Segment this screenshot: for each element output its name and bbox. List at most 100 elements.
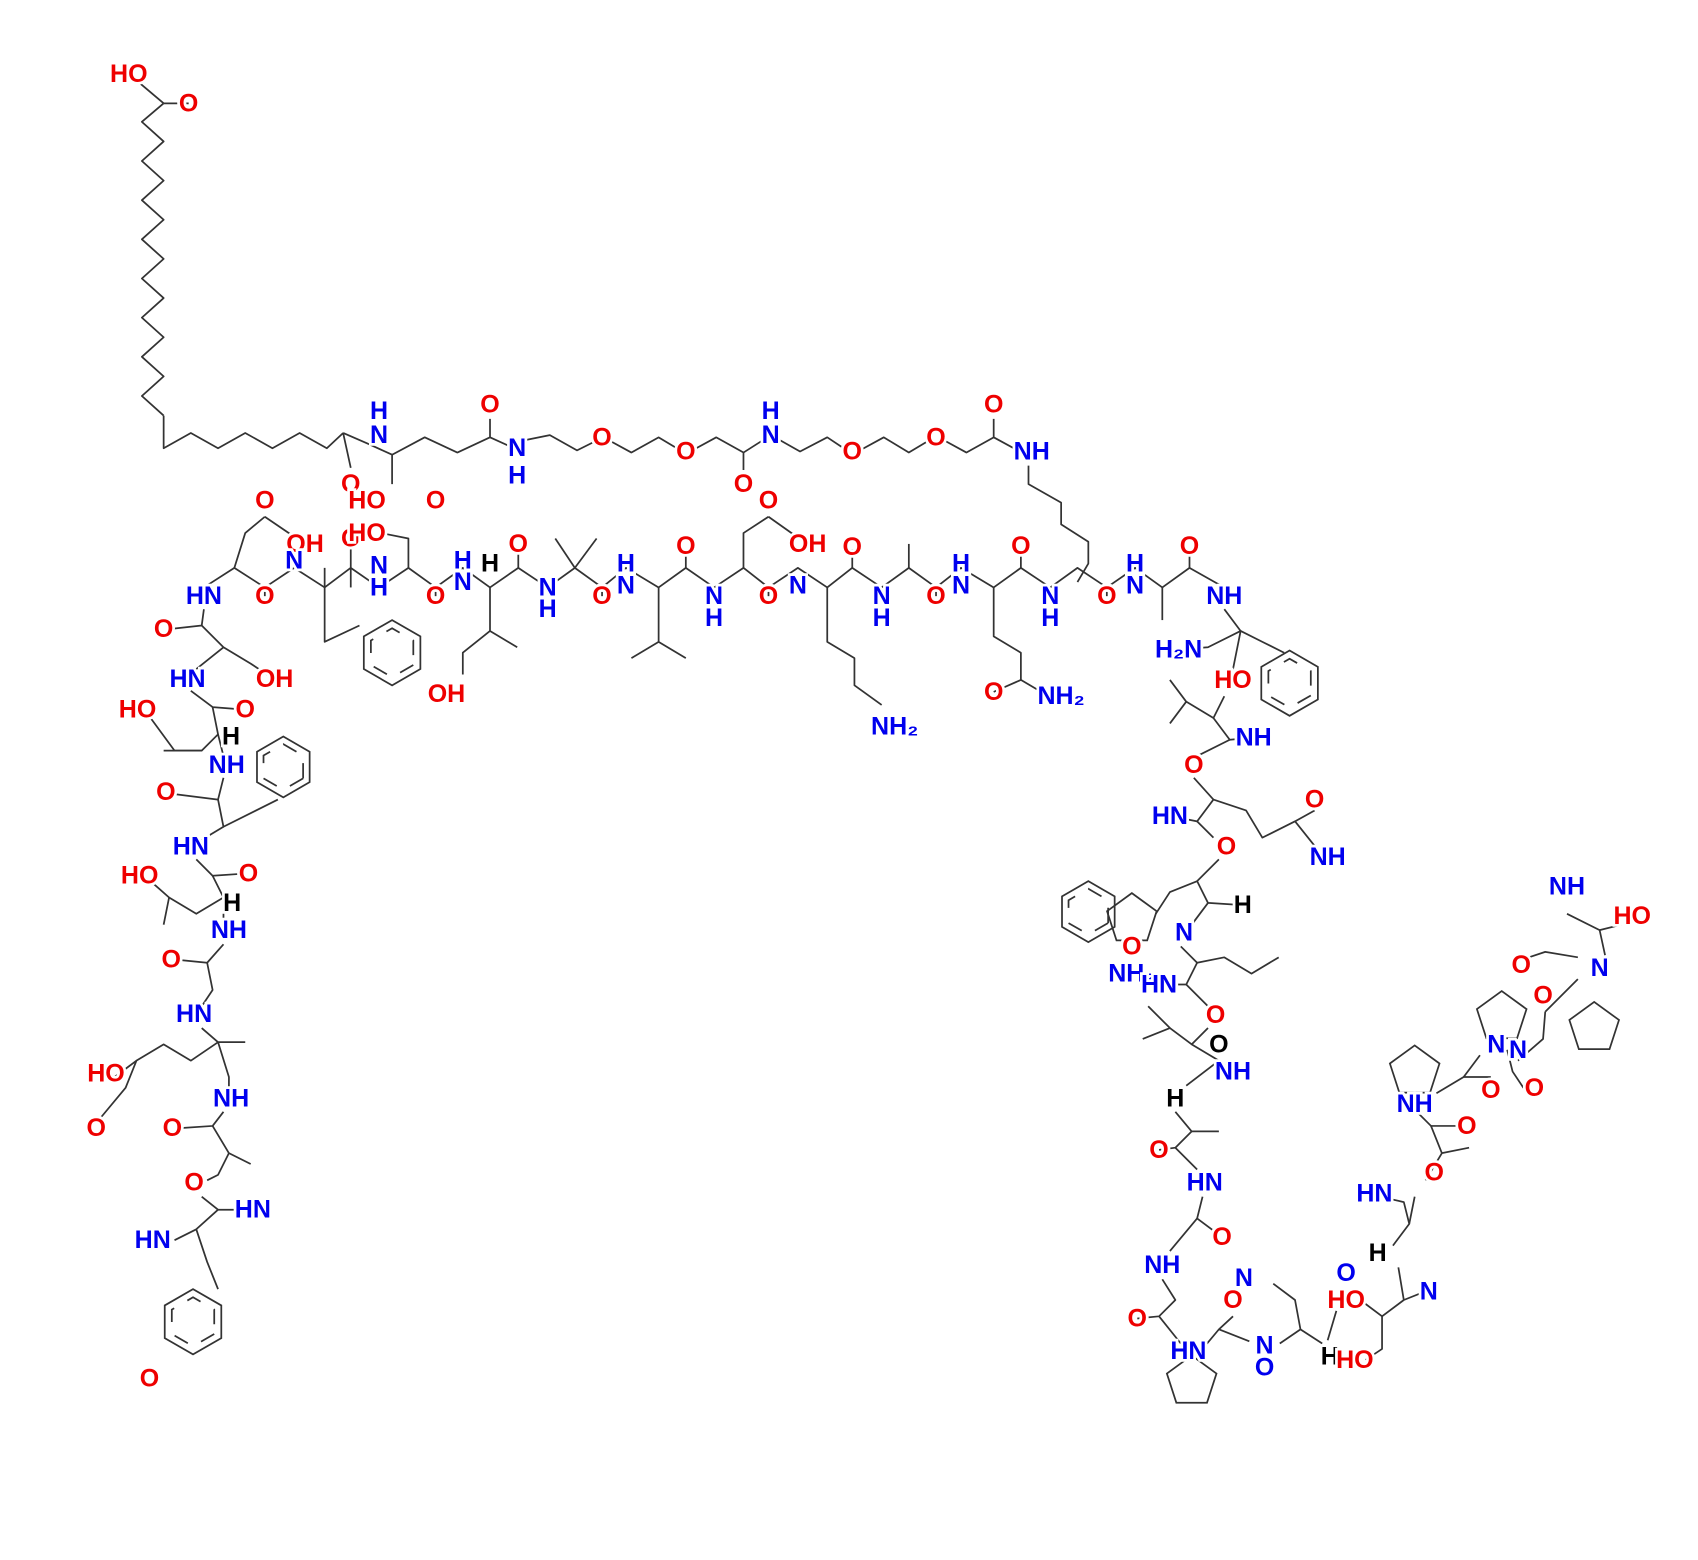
bond — [1566, 913, 1606, 956]
nitrogen-atom-label: HN — [170, 665, 206, 693]
oxygen-atom-label: O — [255, 486, 274, 514]
bond — [1142, 1027, 1193, 1046]
oxygen-atom-label: HO — [110, 60, 148, 88]
oxygen-atom-label: HO — [1327, 1286, 1365, 1314]
bond — [1506, 1049, 1525, 1089]
oxygen-atom-label: O — [843, 533, 862, 561]
bond — [391, 418, 491, 456]
nitrogen-atom-label: H — [454, 546, 472, 574]
oxygen-atom-label: O — [1212, 1223, 1231, 1251]
bond — [264, 516, 293, 536]
oxygen-atom-label: OH — [256, 665, 294, 693]
nitrogen-atom-label: H — [617, 550, 635, 578]
nitrogen-atom-label: O — [1336, 1259, 1355, 1287]
nitrogen-atom-label: N — [370, 552, 388, 580]
oxygen-atom-label: O — [1223, 1286, 1242, 1314]
nitrogen-atom-label: H — [952, 550, 970, 578]
nitrogen-atom-label: N — [1235, 1264, 1253, 1292]
nitrogen-atom-label: NH — [209, 751, 245, 779]
aromatic-bond — [262, 743, 304, 791]
oxygen-atom-label: O — [239, 860, 258, 888]
nitrogen-atom-label: N — [952, 571, 970, 599]
benzene-ring — [362, 619, 422, 687]
bond — [1147, 1005, 1171, 1029]
oxygen-atom-label: HO — [348, 519, 386, 547]
nitrogen-atom-label: H — [370, 397, 388, 425]
bond — [1408, 1196, 1416, 1225]
bond — [522, 434, 600, 452]
proline-ring — [1165, 1354, 1218, 1404]
bond — [1218, 1328, 1250, 1343]
bond — [993, 436, 1019, 452]
nitrogen-atom-label: N — [1509, 1036, 1527, 1064]
oxygen-atom-label: O — [734, 470, 753, 498]
nitrogen-atom-label: N — [539, 573, 557, 601]
bond — [1169, 777, 1215, 823]
bond — [1430, 1125, 1459, 1154]
aromatic-bond — [1067, 887, 1110, 936]
bond — [691, 436, 745, 470]
bond — [1159, 945, 1198, 986]
bond — [149, 706, 219, 752]
bond — [162, 897, 170, 925]
nitrogen-atom-label: N — [454, 568, 472, 596]
oxygen-atom-label: OH — [789, 530, 827, 558]
oxygen-atom-label: HO — [1214, 666, 1252, 694]
oxygen-atom-label: O — [1457, 1112, 1476, 1140]
oxygen-atom-label: O — [1425, 1159, 1444, 1187]
bond — [1155, 880, 1198, 915]
nitrogen-atom-label: HN — [186, 582, 222, 610]
stereo-hydrogen-label: H — [1166, 1085, 1184, 1113]
bond — [195, 826, 224, 844]
nitrogen-atom-label: NH — [1236, 724, 1272, 752]
nitrogen-atom-label: N — [1256, 1332, 1274, 1360]
aromatic-bond — [370, 627, 415, 679]
oxygen-atom-label: HO — [348, 486, 386, 514]
bond — [1359, 1299, 1383, 1361]
nitrogen-atom-label: N — [370, 421, 388, 449]
bond — [1196, 956, 1280, 975]
bond — [172, 609, 205, 630]
nitrogen-atom-label: NH — [1215, 1058, 1251, 1086]
oxygen-atom-label: O — [984, 678, 1003, 706]
bond — [1020, 679, 1046, 695]
bond — [607, 436, 681, 454]
oxygen-atom-label: O — [1481, 1076, 1500, 1104]
nitrogen-atom-label: N — [285, 546, 303, 574]
bond — [1185, 1059, 1220, 1087]
bond — [195, 1229, 219, 1290]
bond — [1299, 1328, 1323, 1345]
oxygen-atom-label: O — [426, 582, 445, 610]
bond — [233, 516, 266, 569]
nitrogen-atom-label: HN — [1141, 971, 1177, 999]
bond — [1397, 1267, 1405, 1301]
aromatic-bond — [1267, 657, 1312, 709]
nitrogen-atom-label: N — [705, 582, 723, 610]
nitrogen-atom-label: NH — [213, 1085, 249, 1113]
nitrogen-atom-label: H — [705, 604, 723, 632]
bond — [1379, 1195, 1411, 1247]
bond — [1158, 1111, 1193, 1151]
oxygen-atom-label: O — [179, 89, 198, 117]
nitrogen-atom-label: HN — [1187, 1169, 1223, 1197]
bond — [1169, 679, 1214, 719]
bond — [1137, 1278, 1177, 1320]
bond — [1213, 798, 1316, 839]
bond — [1294, 820, 1318, 850]
nitrogen-atom-label: H — [762, 397, 780, 425]
oxygen-atom-label: O — [480, 391, 499, 419]
oxygen-atom-label: O — [162, 945, 181, 973]
nitrogen-atom-label: N — [1041, 582, 1059, 610]
nitrogen-atom-label: N — [617, 571, 635, 599]
oxygen-atom-label: HO — [121, 862, 159, 890]
nitrogen-atom-label: N — [762, 421, 780, 449]
nitrogen-atom-label: HN — [173, 832, 209, 860]
bond — [162, 415, 344, 450]
nitrogen-atom-label: N — [508, 434, 526, 462]
indole-benzene-ring — [1061, 880, 1116, 944]
nitrogen-atom-label: NH — [211, 916, 247, 944]
bond — [342, 432, 393, 485]
bond — [630, 641, 660, 659]
bond — [489, 587, 518, 649]
nitrogen-atom-label: H — [1126, 550, 1144, 578]
